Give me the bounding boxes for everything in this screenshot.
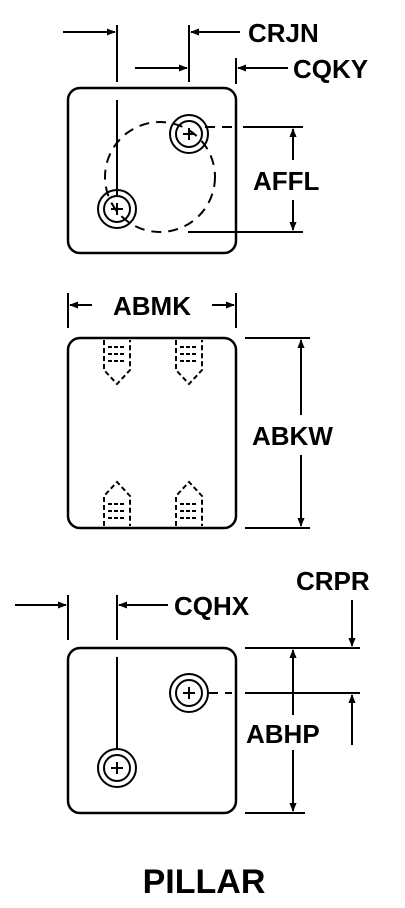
screw-icon: [97, 189, 137, 229]
side-view-body: [66, 336, 238, 530]
screw-icon: [97, 748, 137, 788]
label-abkw: ABKW: [252, 421, 333, 451]
top-view-body: [66, 86, 238, 255]
label-cqky: CQKY: [293, 54, 368, 84]
screw-icon: [169, 114, 209, 154]
label-cqhx: CQHX: [174, 591, 250, 621]
label-crjn: CRJN: [248, 18, 319, 48]
top-view: CRJN CQKY AFFL: [63, 18, 368, 255]
bottom-view-body: [66, 646, 238, 815]
bottom-view: CQHX CRPR ABHP: [15, 566, 370, 815]
drawing-caption: PILLAR: [143, 863, 266, 901]
label-abmk: ABMK: [113, 291, 191, 321]
tapped-hole-icon: [175, 480, 203, 526]
screw-icon: [169, 673, 209, 713]
label-abhp: ABHP: [246, 719, 320, 749]
label-crpr: CRPR: [296, 566, 370, 596]
tapped-hole-icon: [103, 340, 131, 386]
tapped-hole-icon: [175, 340, 203, 386]
label-affl: AFFL: [253, 166, 320, 196]
tapped-hole-icon: [103, 480, 131, 526]
side-view: ABMK ABKW: [66, 291, 333, 530]
bolt-circle: [104, 121, 216, 233]
